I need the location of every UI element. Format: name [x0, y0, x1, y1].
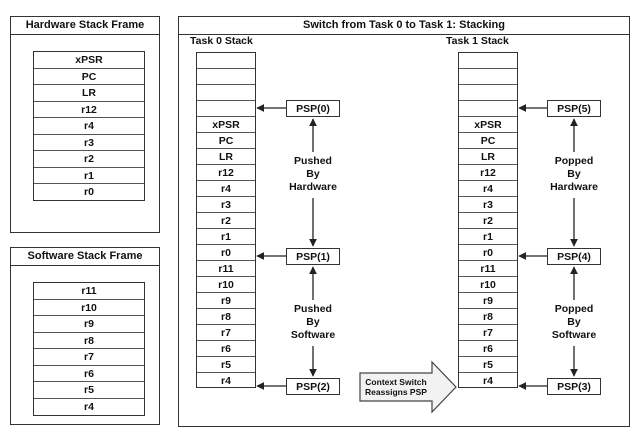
- task1-stack-label: Task 1 Stack: [446, 35, 509, 47]
- task0-stack-cell: r9: [197, 293, 255, 309]
- task1-stack-cell: [459, 69, 517, 85]
- task1-stack-cell: r1: [459, 229, 517, 245]
- task0-stack-cell: [197, 69, 255, 85]
- task1-stack-cell: r12: [459, 165, 517, 181]
- task0-stack-cell: r7: [197, 325, 255, 341]
- task0-stack-cell: r4: [221, 375, 231, 387]
- software-frame-cell: r9: [34, 316, 144, 333]
- task0-stack-cell: r11: [197, 261, 255, 277]
- task0-stack-cell: [197, 101, 255, 117]
- software-frame-cell: r6: [34, 366, 144, 382]
- task1-stack-cell: r9: [459, 293, 517, 309]
- task0-stack-cell: r6: [197, 341, 255, 357]
- popped-by-hardware-note: Popped By Hardware: [550, 155, 598, 193]
- software-frame-cell: r8: [34, 333, 144, 349]
- software-frame-cell: r10: [34, 300, 144, 316]
- task0-stack-cell: LR: [197, 149, 255, 165]
- psp4-box: PSP(4): [547, 248, 601, 265]
- task0-stack-cell: PC: [197, 133, 255, 149]
- task1-stack-cell: r7: [459, 325, 517, 341]
- task0-stack-cell: r3: [197, 197, 255, 213]
- hardware-frame-cell: r3: [34, 135, 144, 151]
- hardware-frame-cell: r4: [34, 118, 144, 135]
- task1-stack-cell: r6: [459, 341, 517, 357]
- task1-stack-cell: [459, 101, 517, 117]
- task1-stack-cell: r3: [459, 197, 517, 213]
- task1-stack-cell: r10: [459, 277, 517, 293]
- switch-panel-title: Switch from Task 0 to Task 1: Stacking: [179, 17, 629, 35]
- context-switch-label: Context Switch Reassigns PSP: [365, 377, 427, 397]
- psp5-box: PSP(5): [547, 100, 601, 117]
- task0-stack-cell: [197, 85, 255, 101]
- software-frame-cell: r7: [34, 349, 144, 366]
- task0-stack-cell: r10: [197, 277, 255, 293]
- task0-stack-cell: r12: [197, 165, 255, 181]
- task1-stack-cell: [459, 85, 517, 101]
- software-frame-cell: r5: [34, 382, 144, 399]
- hardware-frame-cell: LR: [34, 85, 144, 102]
- task0-stack-label: Task 0 Stack: [190, 35, 253, 47]
- task1-stack-cell: r4: [459, 181, 517, 197]
- task1-stack-cell: r8: [459, 309, 517, 325]
- task0-stack-cell: r4: [197, 181, 255, 197]
- task1-stack-cell: r0: [459, 245, 517, 261]
- hardware-frame-cell: r12: [34, 102, 144, 118]
- pushed-by-software-note: Pushed By Software: [290, 303, 336, 341]
- task0-stack-cell: r8: [197, 309, 255, 325]
- task0-stack-cell: r2: [197, 213, 255, 229]
- hardware-frame-title: Hardware Stack Frame: [11, 17, 159, 35]
- task1-stack-cell: r2: [459, 213, 517, 229]
- hardware-frame-cell: r1: [34, 168, 144, 184]
- task0-stack-cell: xPSR: [197, 117, 255, 133]
- psp3-box: PSP(3): [547, 378, 601, 395]
- pushed-by-hardware-note: Pushed By Hardware: [289, 155, 337, 193]
- hardware-frame-cell: xPSR: [34, 52, 144, 69]
- psp1-box: PSP(1): [286, 248, 340, 265]
- task0-stack-cell: r5: [197, 357, 255, 373]
- task1-stack-cell: LR: [459, 149, 517, 165]
- hardware-frame-cell: r2: [34, 151, 144, 168]
- task1-stack-cell: [459, 53, 517, 69]
- task0-stack-cell: [197, 53, 255, 69]
- software-frame-cell: r4: [84, 400, 94, 413]
- hardware-frame-cell: PC: [34, 69, 144, 85]
- task1-stack-cell: PC: [459, 133, 517, 149]
- psp2-box: PSP(2): [286, 378, 340, 395]
- task1-stack-cell: r4: [483, 375, 493, 387]
- task1-stack-cell: r11: [459, 261, 517, 277]
- hardware-frame-cell: r0: [84, 186, 94, 198]
- psp0-box: PSP(0): [286, 100, 340, 117]
- task1-stack-cell: xPSR: [459, 117, 517, 133]
- task1-stack-cell: r5: [459, 357, 517, 373]
- task0-stack-cell: r1: [197, 229, 255, 245]
- popped-by-software-note: Popped By Software: [551, 303, 597, 341]
- task0-stack-cell: r0: [197, 245, 255, 261]
- software-frame-cell: r11: [34, 283, 144, 300]
- software-frame-title: Software Stack Frame: [11, 248, 159, 266]
